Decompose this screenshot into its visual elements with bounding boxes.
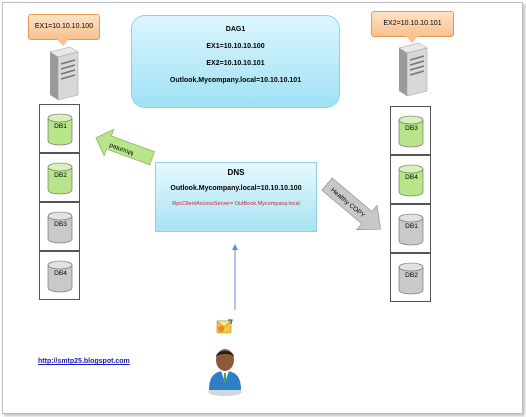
healthy-copy-arrow: Healthy COPY: [321, 177, 381, 231]
cylinder-body: [398, 218, 424, 246]
mounted-arrow: Mounted: [95, 128, 155, 166]
dag-title: DAG1: [225, 26, 246, 33]
database-icon: [47, 260, 73, 293]
db-label: DB3: [54, 221, 67, 228]
database-icon: [398, 115, 424, 148]
dns-title: DNS: [227, 168, 245, 177]
cylinder-body: [398, 120, 424, 148]
blog-link[interactable]: http://smtp25.blogspot.com: [38, 358, 130, 365]
cylinder-body: [47, 118, 73, 146]
db-label: DB2: [405, 272, 418, 279]
dag-outlook: Outlook.Mycompany.local=10.10.10.101: [169, 77, 302, 84]
ex2-callout: EX2=10.10.10.101: [371, 11, 454, 43]
db-cell: DB4: [390, 155, 431, 204]
db-label: DB2: [54, 172, 67, 179]
database-icon: [47, 162, 73, 195]
dag-ex2: EX2=10.10.10.101: [206, 60, 265, 67]
dns-box: DNS Outlook.Mycompany.local=10.10.10.100…: [155, 162, 317, 232]
ex2-label: EX2=10.10.10.101: [383, 20, 442, 27]
dns-rpc-setting: RpcClientAccessServer= OutBook.Mycompany…: [172, 201, 300, 207]
db-cell: DB4: [39, 251, 80, 300]
db-label: DB1: [54, 123, 67, 130]
cylinder-body: [398, 169, 424, 197]
db-cell: DB2: [39, 153, 80, 202]
database-icon: [47, 113, 73, 146]
db-cell: DB1: [39, 104, 80, 153]
dag-box: DAG1 EX1=10.10.10.100 EX2=10.10.10.101 O…: [131, 15, 340, 108]
cylinder-body: [47, 167, 73, 195]
ex2-server-icon: [398, 42, 428, 97]
db-cell: DB3: [390, 106, 431, 155]
ex1-label: EX1=10.10.10.100: [34, 23, 94, 30]
client-to-dns-arrow: [232, 244, 238, 310]
cylinder-body: [47, 265, 73, 293]
db-cell: DB3: [39, 202, 80, 251]
dag-ex1: EX1=10.10.10.100: [206, 43, 265, 50]
db-label: DB3: [405, 125, 418, 132]
db-label: DB1: [405, 223, 418, 230]
db-label: DB4: [54, 270, 67, 277]
cylinder-body: [47, 216, 73, 244]
dns-record: Outlook.Mycompany.local=10.10.10.100: [170, 185, 302, 192]
db-cell: DB1: [390, 204, 431, 253]
outlook-icon: [216, 319, 233, 334]
db-cell: DB2: [390, 253, 431, 302]
database-icon: [47, 211, 73, 244]
db-label: DB4: [405, 174, 418, 181]
database-icon: [398, 262, 424, 295]
database-icon: [398, 164, 424, 197]
user-icon: [208, 349, 242, 396]
database-icon: [398, 213, 424, 246]
cylinder-body: [398, 267, 424, 295]
ex1-server-icon: [49, 46, 79, 101]
ex1-callout: EX1=10.10.10.100: [28, 14, 100, 46]
